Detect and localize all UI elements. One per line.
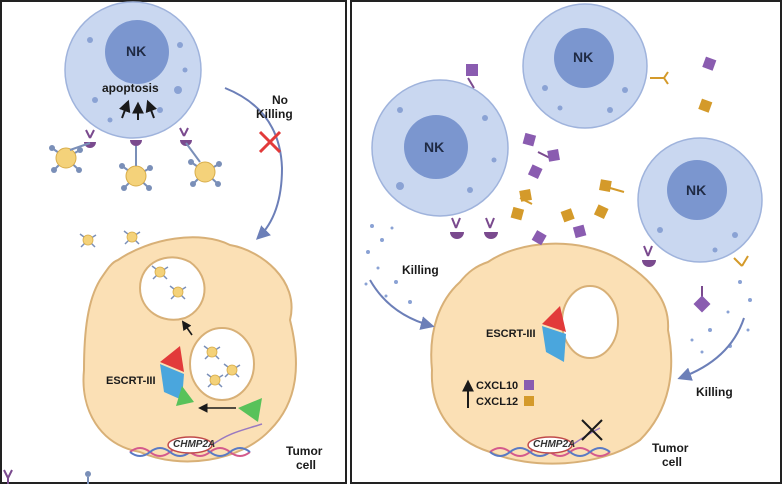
apoptosis-label: apoptosis <box>102 81 159 95</box>
killing-arrow-left <box>369 279 435 330</box>
chemokine-cxcl10-particles <box>522 56 717 246</box>
right-nk-label-right: NK <box>686 182 707 198</box>
killing-arrow-right <box>677 317 745 381</box>
right-nk-cell-left <box>371 79 509 217</box>
left-tumor-cell <box>82 236 297 463</box>
right-nk-label-top: NK <box>573 49 594 65</box>
killing-label-right: Killing <box>696 385 733 399</box>
right-nk-label-left: NK <box>424 139 445 155</box>
left-nk-label: NK <box>126 43 147 59</box>
right-nk-cell-right <box>637 137 763 263</box>
escrt-complex-right <box>542 306 566 362</box>
dna-strand-right <box>489 427 611 457</box>
tumor-label-left-line1: Tumor <box>286 444 323 458</box>
escrt-complex-left <box>160 346 194 406</box>
chemokine-cxcl12-particles <box>510 98 713 223</box>
killing-label-left: Killing <box>402 263 439 277</box>
legend-partial-icons <box>3 469 91 484</box>
tumor-label-left-line2: cell <box>296 458 317 472</box>
no-killing-label-line1: No <box>272 93 288 107</box>
left-panel-frame <box>0 0 347 484</box>
exosomes-near-nk <box>48 142 223 192</box>
gene-label-left: CHMP2A <box>173 439 216 450</box>
escrt-label-left: ESCRT-III <box>106 375 156 387</box>
right-panel-frame <box>350 0 782 484</box>
cxcl10-label: CXCL10 <box>476 380 519 392</box>
gene-knockout-cross-icon <box>581 419 603 441</box>
cxcl12-label: CXCL12 <box>476 396 519 408</box>
tumor-label-right-line1: Tumor <box>652 441 689 455</box>
no-killing-cross-icon <box>258 130 282 154</box>
no-killing-arrow <box>224 87 284 240</box>
left-nk-cell <box>64 1 202 139</box>
cxcl10-swatch <box>524 380 534 390</box>
escrt-label-right: ESCRT-III <box>486 328 536 340</box>
tumor-label-right-line2: cell <box>662 455 683 469</box>
escrt-green-subunit <box>238 398 262 422</box>
gene-label-right: CHMP2A <box>533 439 576 450</box>
granule-dots <box>364 224 752 354</box>
dna-strand-left <box>129 423 263 457</box>
right-tumor-cell <box>430 242 673 465</box>
right-receptors <box>450 64 749 313</box>
cxcl12-swatch <box>524 396 534 406</box>
no-killing-label-line2: Killing <box>256 107 293 121</box>
right-nk-cell-top <box>522 3 648 129</box>
